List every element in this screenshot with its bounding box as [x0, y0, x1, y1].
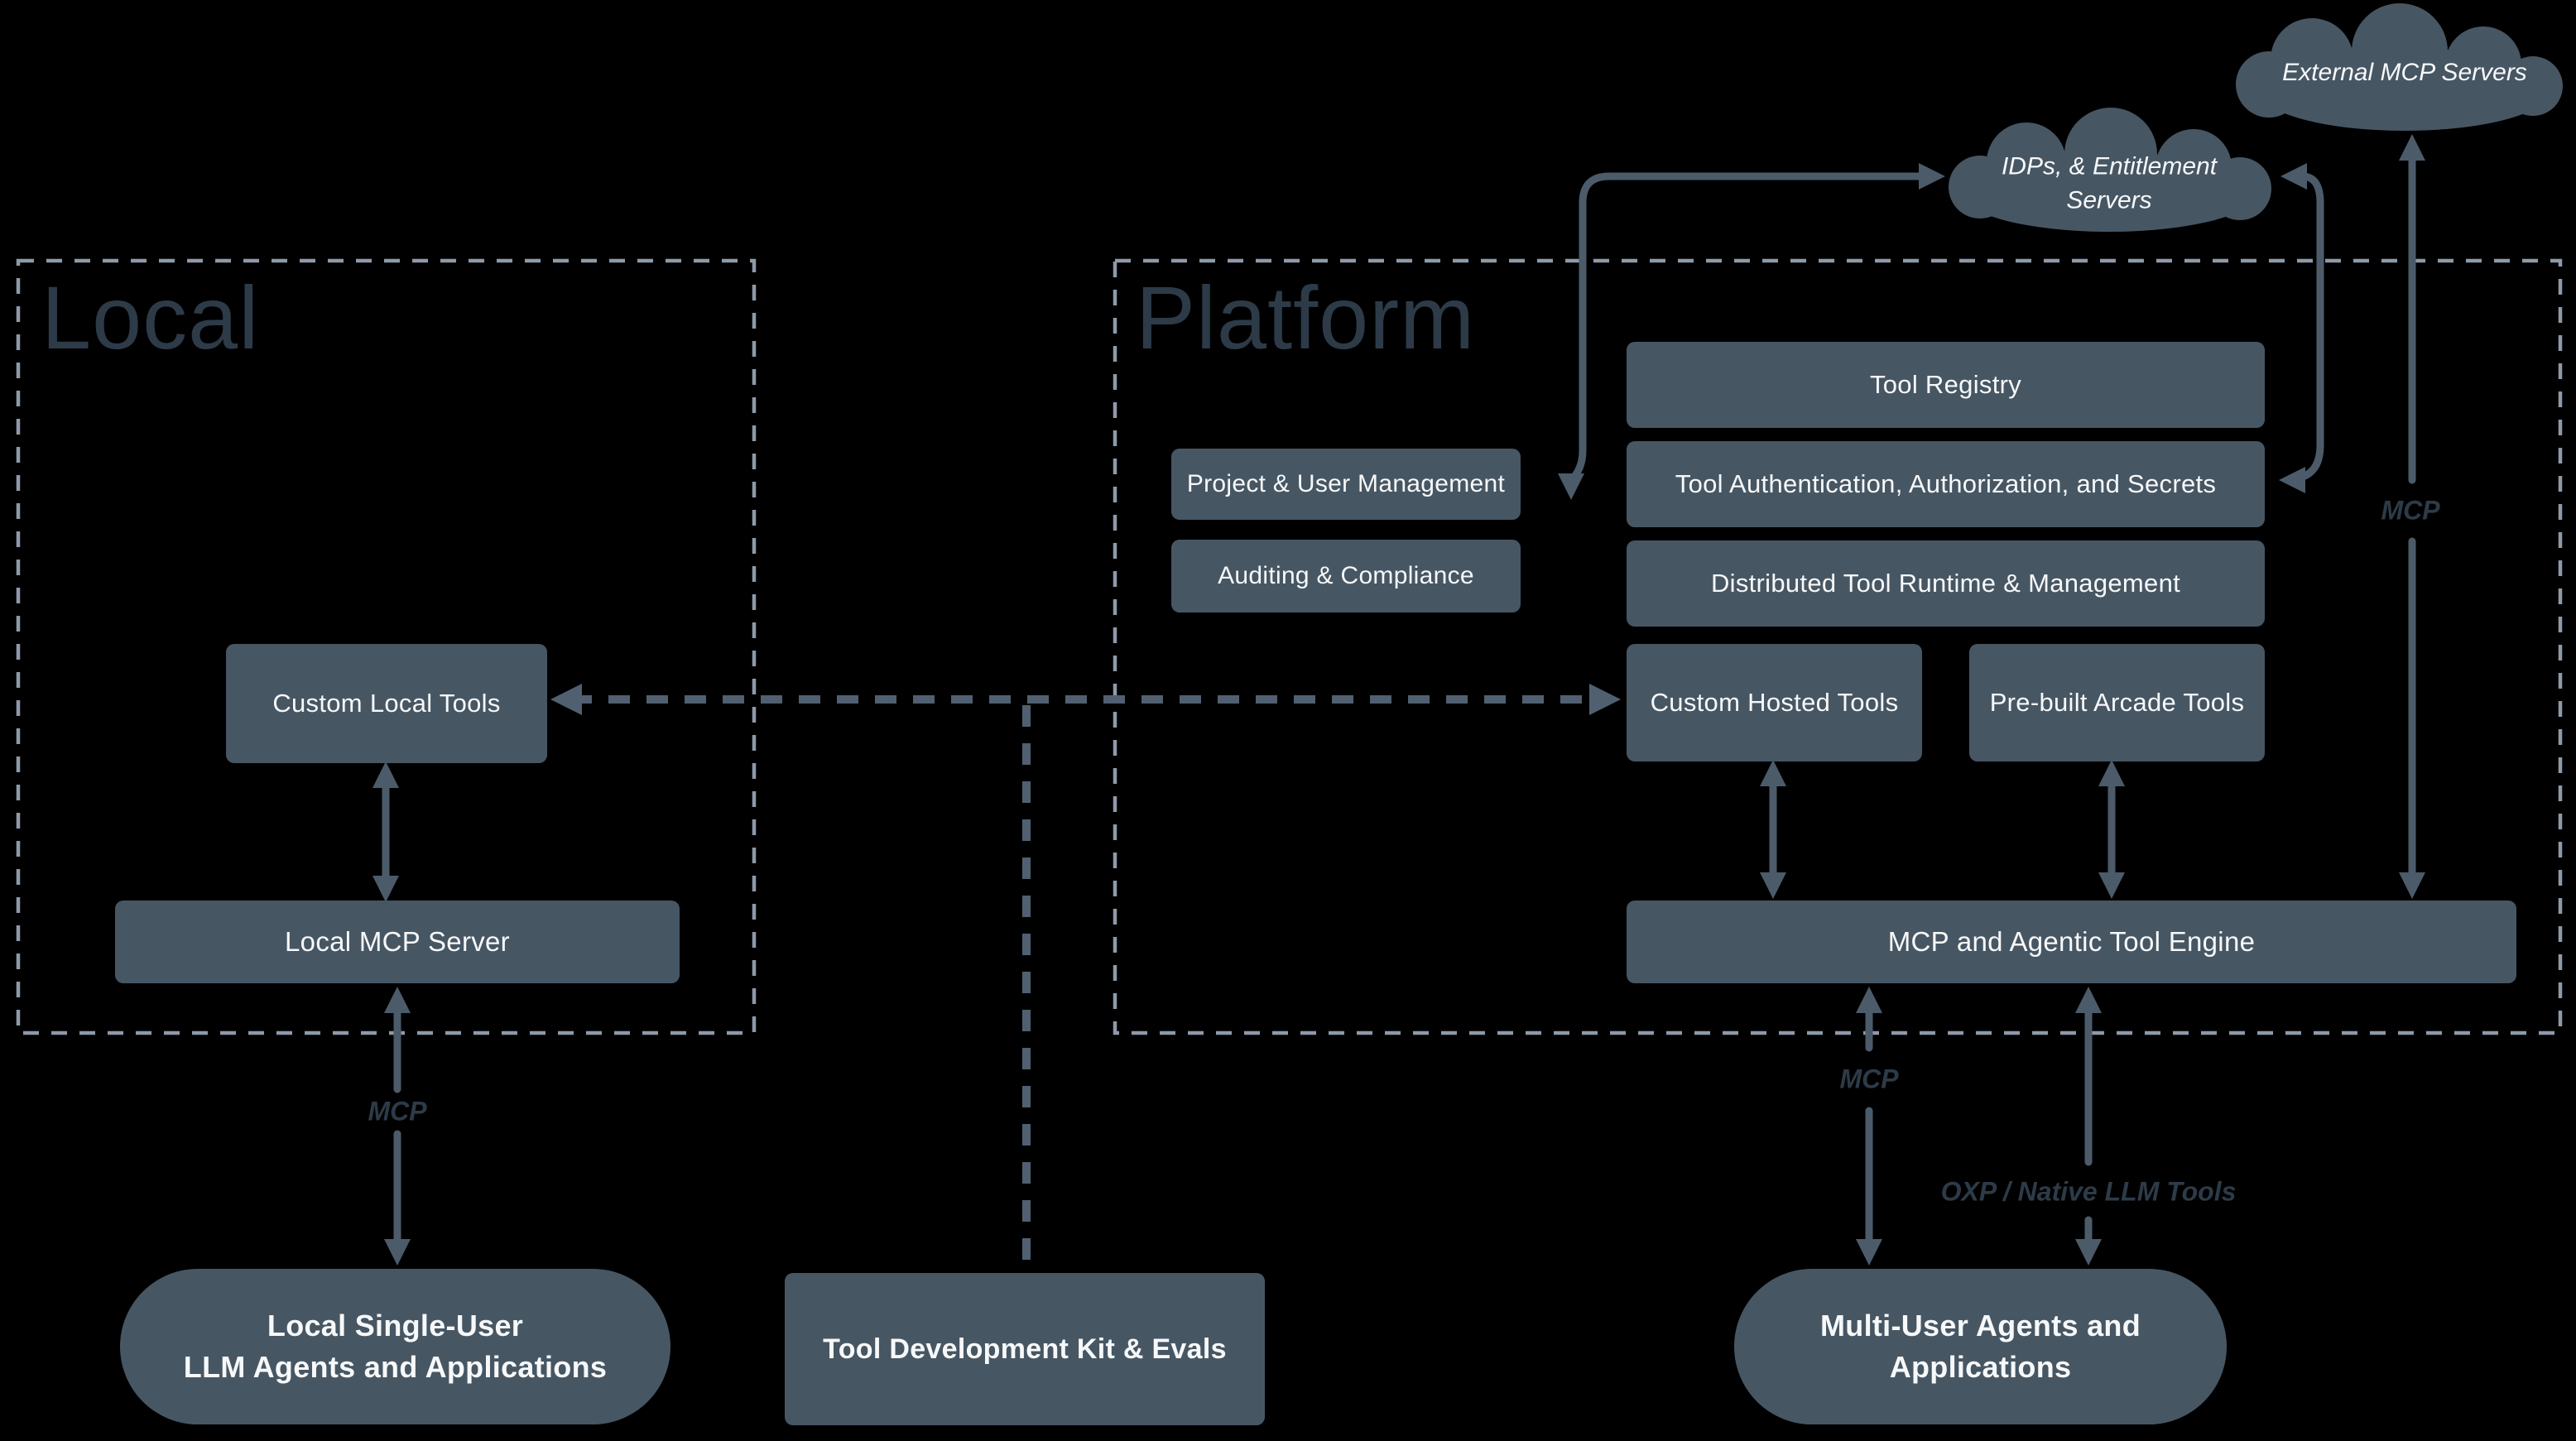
custom-hosted-tools-box: Custom Hosted Tools — [1627, 644, 1922, 761]
tool-sync-dashed-connector — [550, 684, 1621, 1266]
prebuilt-arcade-tools-box: Pre-built Arcade Tools — [1969, 644, 2265, 761]
solid-arrowheads — [372, 134, 2425, 1266]
multi-user-agents-shape: Multi-User Agents and Applications — [1734, 1269, 2227, 1424]
multi-user-agents-label-line1: Multi-User Agents and — [1820, 1309, 2141, 1343]
external-mcp-cloud-label: External MCP Servers — [2282, 58, 2527, 86]
local-agents-label-line2: LLM Agents and Applications — [183, 1350, 608, 1384]
tool-dev-kit-box: Tool Development Kit & Evals — [785, 1273, 1265, 1425]
oxp-edge-label: OXP / Native LLM Tools — [1940, 1176, 2237, 1207]
local-section-border — [16, 258, 757, 1035]
tool-registry-box: Tool Registry — [1627, 342, 2265, 428]
platform-section-title: Platform — [1136, 267, 1476, 367]
custom-local-tools-box: Custom Local Tools — [226, 644, 547, 763]
platform-section-border — [1113, 258, 2563, 1035]
mcp-edge-label-external: MCP — [2381, 495, 2440, 526]
external-mcp-cloud-icon — [2236, 3, 2563, 131]
local-agents-label-line1: Local Single-User — [267, 1309, 524, 1343]
mcp-edge-label-engine: MCP — [1839, 1064, 1899, 1094]
mcp-edge-label-local: MCP — [368, 1096, 427, 1126]
local-mcp-server-box: Local MCP Server — [115, 901, 680, 983]
auditing-compliance-box: Auditing & Compliance — [1171, 540, 1521, 612]
tool-runtime-box: Distributed Tool Runtime & Management — [1627, 540, 2265, 627]
tool-auth-box: Tool Authentication, Authorization, and … — [1627, 441, 2265, 527]
mcp-agentic-engine-box: MCP and Agentic Tool Engine — [1627, 901, 2516, 983]
multi-user-agents-label-line2: Applications — [1889, 1350, 2072, 1384]
solid-connectors — [382, 150, 2416, 1251]
local-agents-shape: Local Single-User LLM Agents and Applica… — [120, 1269, 670, 1424]
idp-cloud-label: IDPs, & Entitlement Servers — [2001, 152, 2218, 214]
arrowhead-right-icon — [1589, 684, 1621, 715]
project-user-management-box: Project & User Management — [1171, 449, 1521, 520]
idp-cloud-icon — [1949, 108, 2271, 232]
local-section-title: Local — [41, 267, 260, 367]
arrowhead-left-icon — [550, 684, 582, 715]
